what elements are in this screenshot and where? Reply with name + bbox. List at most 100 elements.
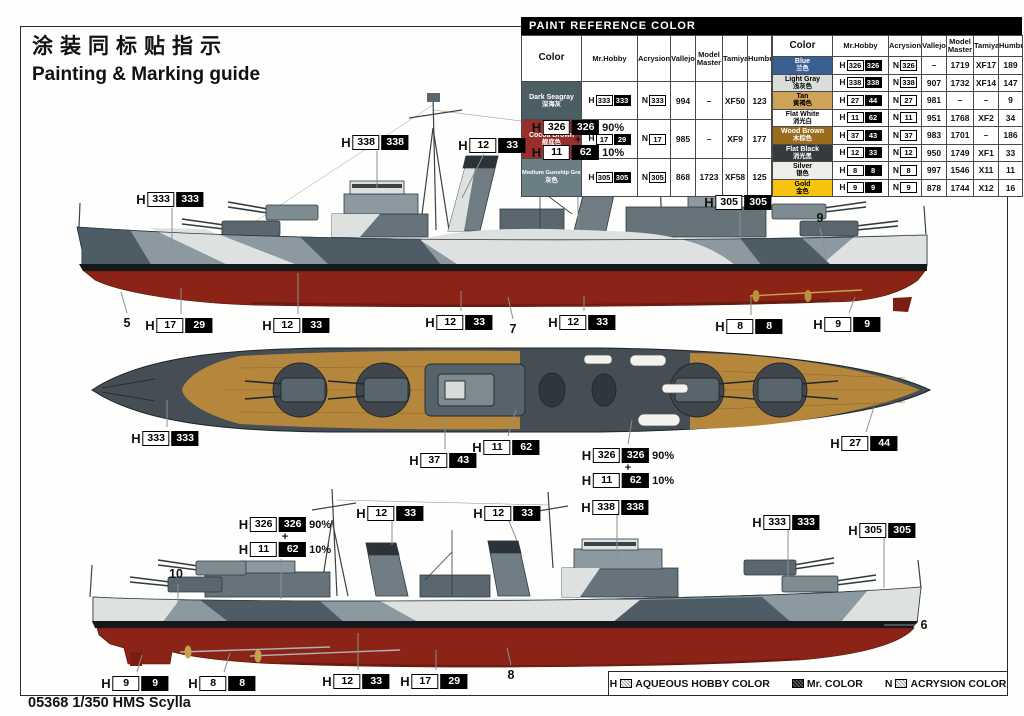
legend-acrysion: N ACRYSION COLOR xyxy=(885,678,1006,690)
page-title: 涂装同标贴指示 Painting & Marking guide xyxy=(32,30,260,86)
legend-label: AQUEOUS HOBBY COLOR xyxy=(635,677,770,690)
legend-label: ACRYSION COLOR xyxy=(910,677,1007,690)
column-header: Model Master xyxy=(695,35,723,82)
page-border-frame xyxy=(20,26,1008,696)
vallejo-code: 878 xyxy=(921,178,947,197)
index-number-callout: 7 xyxy=(509,322,517,336)
index-number-callout: 8 xyxy=(507,668,515,682)
tamiya-code: X12 xyxy=(973,178,999,197)
ship-side-profile-bottom xyxy=(89,488,922,668)
title-english: Painting & Marking guide xyxy=(32,64,261,85)
index-number-callout: 9 xyxy=(816,211,824,225)
legend-aqueous: H AQUEOUS HOBBY COLOR xyxy=(610,678,770,690)
legend-prefix-n: N xyxy=(884,677,893,690)
humbrol-code: 33 xyxy=(998,143,1023,162)
dark-hatched-box-icon xyxy=(791,679,804,688)
color-system-legend: H AQUEOUS HOBBY COLOR Mr. COLOR N ACRYSI… xyxy=(608,671,1008,696)
hatched-box-icon xyxy=(895,679,908,688)
column-header: Color xyxy=(772,35,833,57)
product-title: 05368 1/350 HMS Scylla xyxy=(28,695,191,711)
column-header: Acrysion xyxy=(637,35,671,82)
column-header: Model Master xyxy=(946,35,974,57)
index-number-callout: 6 xyxy=(920,618,928,632)
column-header: Acrysion xyxy=(888,35,922,57)
callout-leader-lines xyxy=(120,151,915,673)
humbrol-code: 125 xyxy=(747,157,772,198)
legend-label: Mr. COLOR xyxy=(806,677,863,690)
title-chinese: 涂装同标贴指示 xyxy=(32,35,228,58)
column-header: Humbrol xyxy=(998,35,1023,57)
column-header: Mr.Hobby xyxy=(581,35,638,82)
column-header: Vallejo xyxy=(921,35,947,57)
index-number-callout: 10 xyxy=(169,567,183,581)
humbrol-code: 123 xyxy=(747,80,772,121)
vallejo-code: 985 xyxy=(670,119,696,159)
column-header: Color xyxy=(521,35,582,82)
ship-plan-view xyxy=(91,347,932,433)
legend-prefix-h: H xyxy=(609,677,618,690)
tamiya-code: XF50 xyxy=(722,80,748,121)
column-header: Humbrol xyxy=(747,35,772,82)
column-header: Tamiya xyxy=(722,35,748,82)
column-header: Mr.Hobby xyxy=(832,35,889,57)
column-header: Vallejo xyxy=(670,35,696,82)
index-number-callout: 5 xyxy=(123,316,131,330)
legend-mr-color: Mr. COLOR xyxy=(791,677,863,690)
paint-table-title: PAINT REFERENCE COLOR xyxy=(521,17,1022,35)
